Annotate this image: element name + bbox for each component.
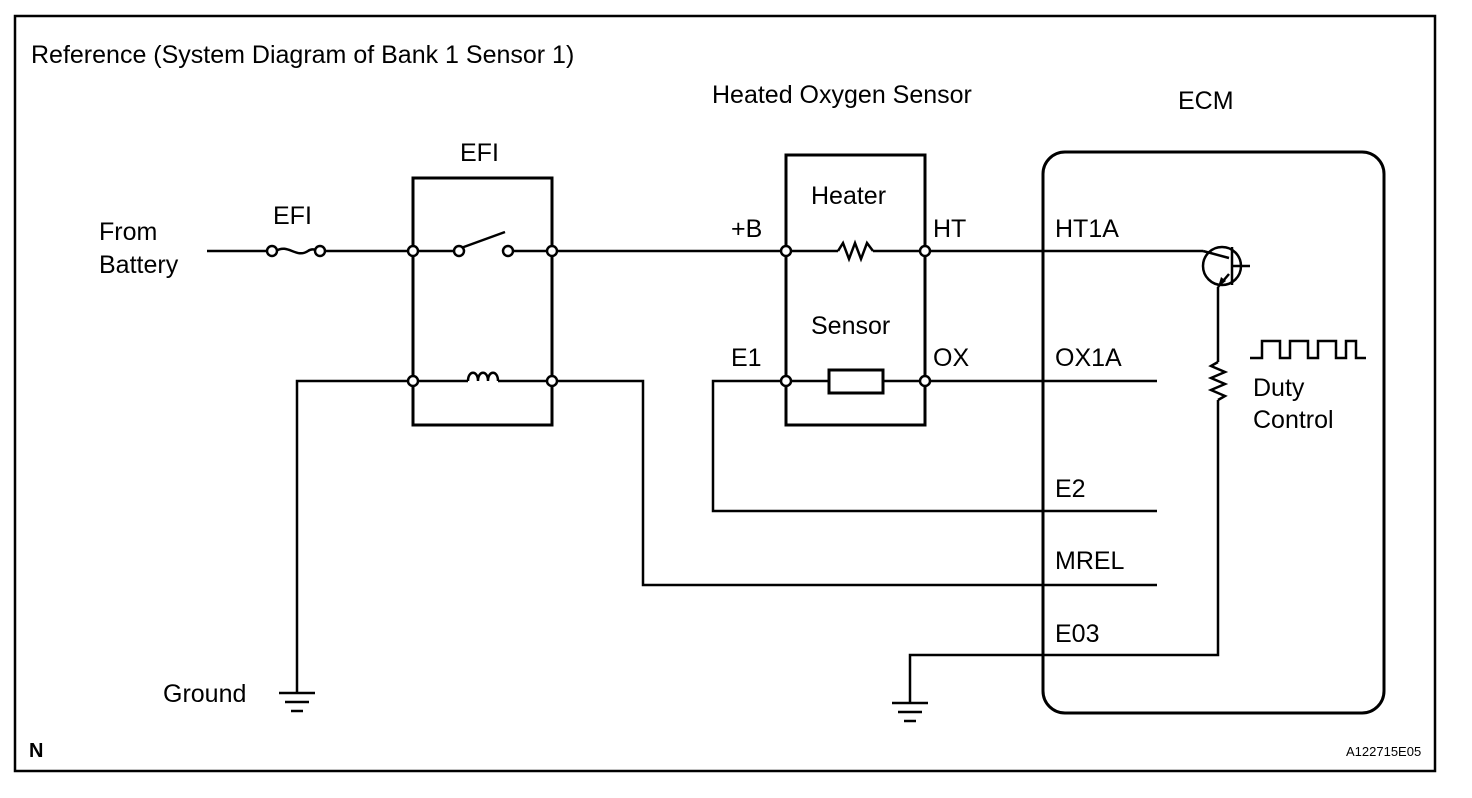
relay-coil: [466, 371, 500, 382]
pin-e1-label: E1: [731, 344, 762, 372]
sensor-box: [784, 153, 927, 427]
ecm-pin-e03-label: E03: [1055, 620, 1099, 648]
heater-resistor: [836, 239, 874, 263]
ecm-pin-e2-label: E2: [1055, 475, 1086, 503]
e1-to-e2-wire: [711, 379, 1157, 513]
corner-letter: N: [29, 740, 43, 762]
ecm-pin-mrel-label: MREL: [1055, 547, 1125, 575]
diagram-frame: [13, 14, 1437, 773]
fuse-terminal-right: [313, 244, 327, 258]
ground-symbol-right: [892, 701, 928, 723]
relay-terminal-top-right: [545, 244, 559, 258]
relay-switch-contact-left: [452, 244, 466, 258]
relay-switch-blade: [460, 230, 506, 250]
ground-label: Ground: [163, 680, 246, 708]
sensor-element-label: Sensor: [811, 312, 890, 340]
sensor-terminal-plus-b: [779, 244, 793, 258]
relay-switch-contact-right: [501, 244, 515, 258]
ecm-box: [1041, 150, 1386, 715]
ground-symbol-left: [279, 691, 315, 713]
fuse-terminal-left: [265, 244, 279, 258]
duty-control-label-line1: Duty: [1253, 374, 1305, 402]
figure-code: A122715E05: [1346, 744, 1421, 759]
coil-to-ground-wire: [295, 379, 413, 693]
efi-relay-label: EFI: [460, 139, 499, 167]
duty-waveform-icon: [1250, 339, 1366, 360]
pin-plus-b-label: +B: [731, 215, 762, 243]
relay-terminal-bottom-right: [545, 374, 559, 388]
efi-fuse: [275, 247, 321, 255]
duty-control-label-line2: Control: [1253, 406, 1334, 434]
ecm-resistor: [1207, 360, 1229, 402]
pin-ht-label: HT: [933, 215, 966, 243]
diagram-title: Reference (System Diagram of Bank 1 Sens…: [31, 41, 574, 69]
heater-label: Heater: [811, 182, 886, 210]
sensor-terminal-e1: [779, 374, 793, 388]
sensor-element: [827, 368, 885, 395]
e03-wire: [908, 400, 1220, 703]
relay-terminal-top-left: [406, 244, 420, 258]
sensor-terminal-ox: [918, 374, 932, 388]
efi-fuse-label: EFI: [273, 202, 312, 230]
ecm-title: ECM: [1178, 87, 1234, 115]
ecm-transistor: [1201, 245, 1250, 288]
coil-to-mrel-wire: [552, 379, 1157, 587]
sensor-terminal-ht: [918, 244, 932, 258]
ecm-pin-ox1a-label: OX1A: [1055, 344, 1122, 372]
ecm-pin-ht1a-label: HT1A: [1055, 215, 1119, 243]
from-battery-label-line1: From: [99, 218, 157, 246]
efi-relay-box: [411, 176, 554, 427]
from-battery-label-line2: Battery: [99, 251, 179, 279]
pin-ox-label: OX: [933, 344, 969, 372]
sensor-title: Heated Oxygen Sensor: [712, 81, 972, 109]
relay-terminal-bottom-left: [406, 374, 420, 388]
